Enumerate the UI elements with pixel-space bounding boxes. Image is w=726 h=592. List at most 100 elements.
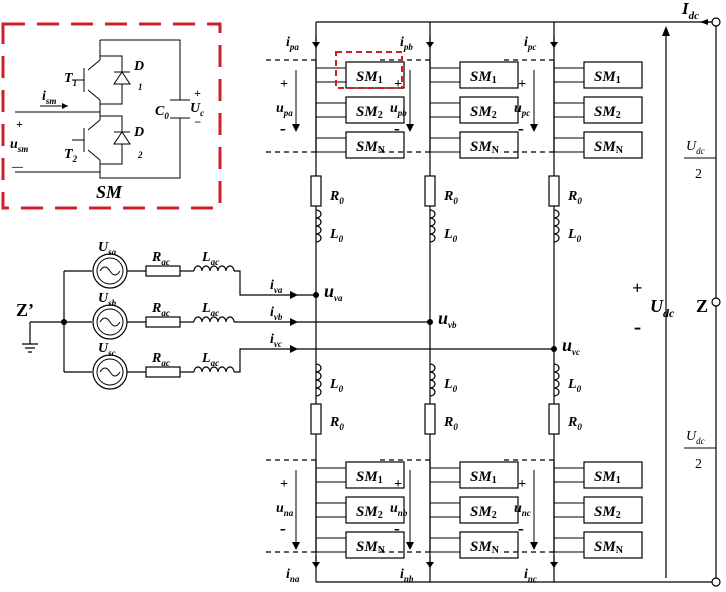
ism-label: ism xyxy=(42,89,56,106)
lower-r0 xyxy=(548,403,560,435)
dc-negative-terminal xyxy=(711,577,721,587)
udc-minus: - xyxy=(634,314,641,339)
lower-r0-label: R0 xyxy=(443,415,458,432)
lower-3-smn-label: SMN xyxy=(594,539,624,556)
lower-current-label: ina xyxy=(286,567,300,584)
lower-3-sm2-box xyxy=(583,496,643,524)
upper-r0 xyxy=(548,175,560,207)
lower-1-smn-box xyxy=(345,531,405,559)
upper-2-sm2-label: SM2 xyxy=(470,104,497,121)
lower-1-smn-label: SMN xyxy=(356,539,386,556)
upper-3-sm1-label: SM1 xyxy=(594,69,621,86)
lower-plus: + xyxy=(280,477,288,492)
uc-label: Uc xyxy=(190,101,204,118)
upper-plus: + xyxy=(518,77,526,92)
upper-3-sm2-box xyxy=(583,96,643,124)
lower-1-sm1-label: SM1 xyxy=(356,469,383,486)
ac-feeder xyxy=(234,270,316,296)
ac-current-label: ivc xyxy=(270,332,282,349)
lower-2-sm2-box xyxy=(459,496,519,524)
udc-half-lower-num: Udc xyxy=(686,429,705,446)
lower-3-sm1-box xyxy=(583,461,643,489)
upper-2-smn-label: SMN xyxy=(470,139,500,156)
lower-plus: + xyxy=(518,477,526,492)
z-label: Z xyxy=(696,296,708,316)
upper-2-sm1-label: SM1 xyxy=(470,69,497,86)
lower-1-sm2-box xyxy=(345,496,405,524)
lower-l0 xyxy=(429,363,436,397)
upper-minus: - xyxy=(280,118,286,138)
ac-node-voltage-label: uvc xyxy=(562,335,580,357)
upper-l0-label: L0 xyxy=(567,227,582,244)
upper-arm-voltage-label: upb xyxy=(390,101,407,118)
udc-label: Udc xyxy=(650,296,675,320)
phase-leg-3: ipcSM1SM2SMN+-upcR0L0uvcL0R0SM1SM2SMN+-u… xyxy=(504,22,643,584)
ac-source-label: Usa xyxy=(98,240,117,257)
ground-symbol xyxy=(22,322,38,353)
lac-label: Lac xyxy=(201,351,219,368)
ac-node-voltage-label: uvb xyxy=(438,308,457,330)
upper-current-label: ipb xyxy=(400,35,413,52)
upper-2-smn-box xyxy=(459,131,519,159)
lower-arm-voltage-label: unb xyxy=(390,501,408,518)
rac-label: Rac xyxy=(151,250,170,267)
c0-label: C0 xyxy=(155,104,169,121)
d2-label: D xyxy=(133,125,144,140)
lower-l0-label: L0 xyxy=(329,377,344,394)
lower-l0 xyxy=(553,363,560,397)
upper-1-sm2-box xyxy=(345,96,405,124)
upper-minus: - xyxy=(518,118,524,138)
upper-current-label: ipa xyxy=(286,35,299,52)
inset-midwire xyxy=(15,100,101,120)
d1-diode-symbol xyxy=(113,71,131,85)
uc-minus: − xyxy=(194,115,201,129)
lower-1-sm2-label: SM2 xyxy=(356,504,383,521)
lac-inductor xyxy=(193,265,235,272)
t1-label: T1 xyxy=(64,71,77,88)
d1-sub-label: 1 xyxy=(138,82,143,92)
t1-transistor-symbol xyxy=(72,59,101,101)
upper-1-smn-box xyxy=(345,131,405,159)
submodule-inset: T1 T2 D 1 D 2 C0 Uc + − ism + usm — SM xyxy=(1,22,222,210)
lower-1-sm1-box xyxy=(345,461,405,489)
upper-l0 xyxy=(429,209,436,243)
rac-label: Rac xyxy=(151,351,170,368)
lac-inductor xyxy=(193,366,235,373)
lower-2-smn-label: SMN xyxy=(470,539,500,556)
upper-3-sm1-box xyxy=(583,61,643,89)
ac-neutral-bus xyxy=(30,270,92,373)
rac-resistor xyxy=(145,265,181,277)
ac-current-label: ivb xyxy=(270,305,283,322)
ac-feeder xyxy=(234,348,554,373)
dc-positive-terminal xyxy=(711,17,721,27)
ac-source-label: Usc xyxy=(98,341,116,358)
usm-plus: + xyxy=(16,117,23,131)
lower-plus: + xyxy=(394,477,402,492)
inset-frame xyxy=(1,22,222,210)
lower-r0-label: R0 xyxy=(329,415,344,432)
lower-3-smn-box xyxy=(583,531,643,559)
phase-legs: ipaSM1SM2SMN+-upaR0L0uvaL0R0SM1SM2SMN+-u… xyxy=(266,22,643,584)
lower-current-label: inb xyxy=(400,567,414,584)
lower-l0-label: L0 xyxy=(567,377,582,394)
udc-half-lower-den: 2 xyxy=(695,457,702,472)
lower-2-sm1-label: SM1 xyxy=(470,469,497,486)
upper-2-sm1-box xyxy=(459,61,519,89)
lac-label: Lac xyxy=(201,301,219,318)
lower-arm-voltage-label: una xyxy=(276,501,294,518)
usm-label: usm xyxy=(10,137,28,154)
upper-l0 xyxy=(553,209,560,243)
upper-r0 xyxy=(424,175,436,207)
sm1-highlight xyxy=(335,51,403,89)
lower-r0-label: R0 xyxy=(567,415,582,432)
upper-3-smn-label: SMN xyxy=(594,139,624,156)
upper-3-smn-box xyxy=(583,131,643,159)
uc-plus: + xyxy=(194,86,201,100)
lower-minus: - xyxy=(518,518,524,538)
lac-inductor xyxy=(193,316,235,323)
lower-2-smn-box xyxy=(459,531,519,559)
upper-l0-label: L0 xyxy=(443,227,458,244)
